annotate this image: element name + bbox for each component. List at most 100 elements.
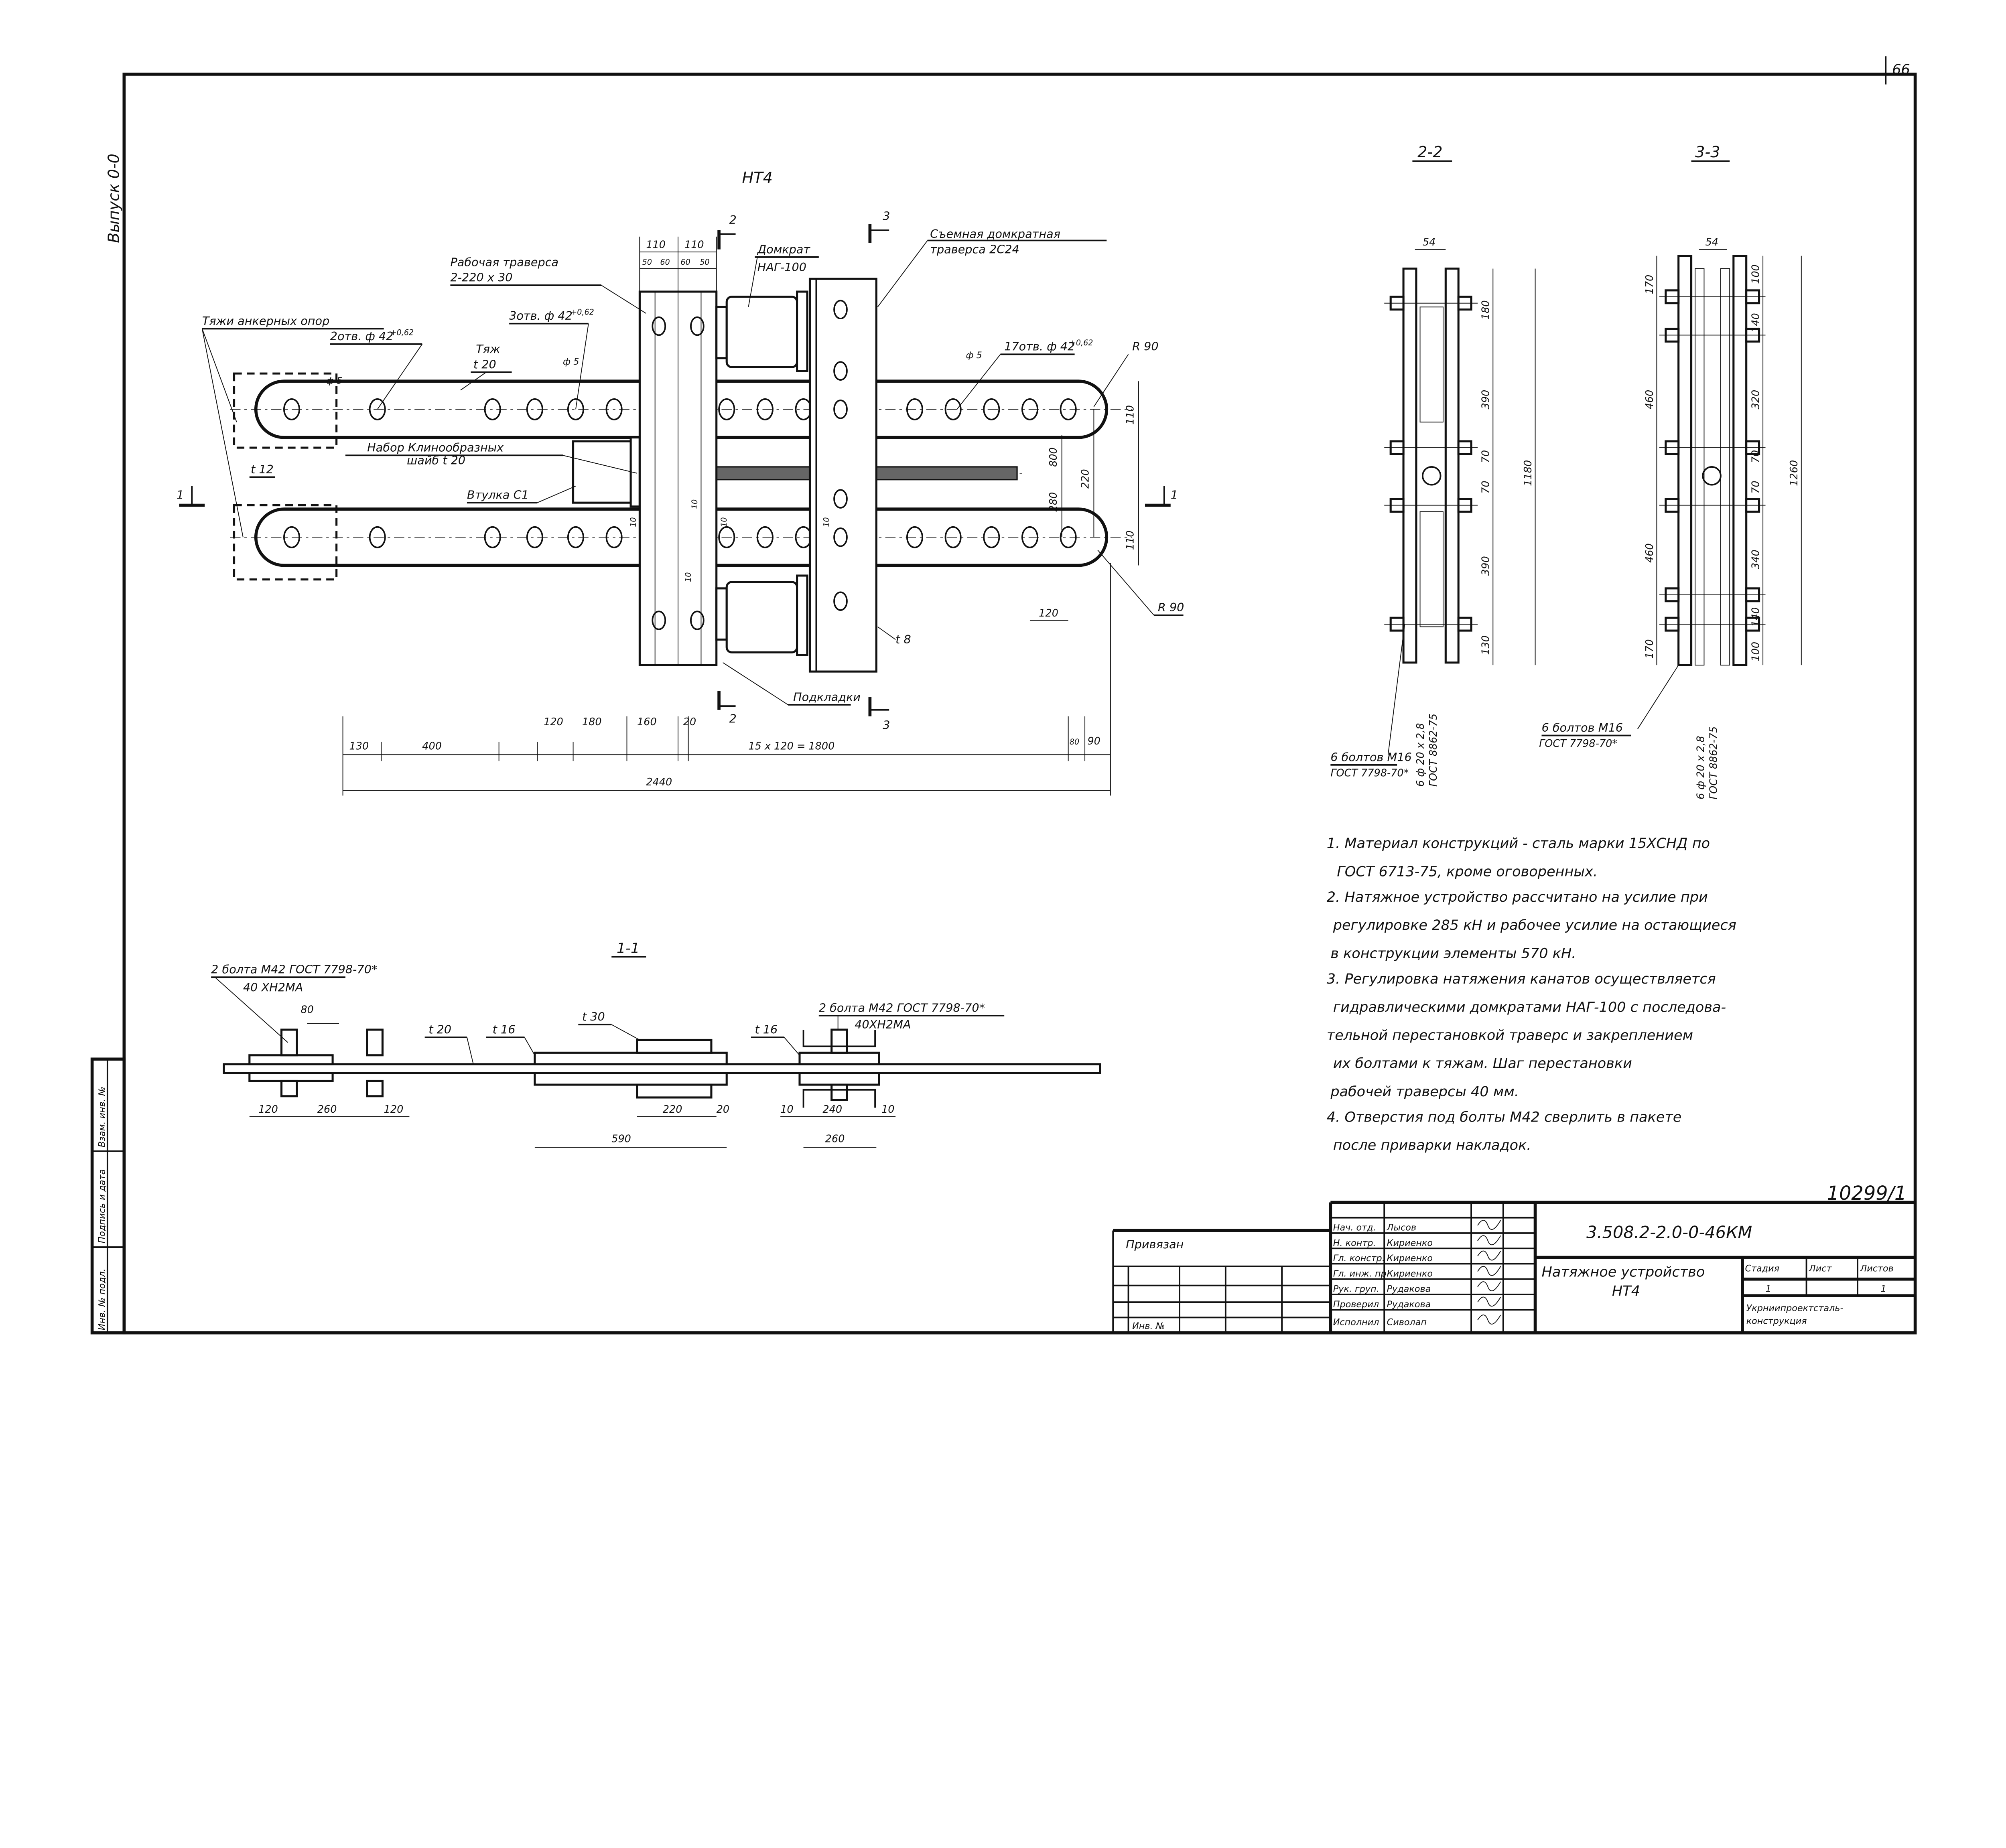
hole-icon <box>369 526 386 548</box>
svg-text:460: 460 <box>1644 543 1656 563</box>
sheets-header: Листов <box>1860 1264 1893 1274</box>
hole-icon <box>567 526 584 548</box>
svg-text:50: 50 <box>642 258 652 267</box>
drawing-sheet: 66 Выпуск 0-0 Инв. № подл. Подпись и дат… <box>90 56 1917 1335</box>
hole-icon <box>567 398 584 420</box>
svg-text:70: 70 <box>1480 481 1492 493</box>
hole-icon <box>833 591 848 611</box>
svg-text:110: 110 <box>684 239 704 251</box>
svg-text:220: 220 <box>663 1104 682 1116</box>
svg-text:t 16: t 16 <box>755 1023 778 1037</box>
drawing-title-1: Натяжное устройство <box>1541 1264 1705 1280</box>
hole-icon <box>526 398 543 420</box>
note-line: 2. Натяжное устройство рассчитано на уси… <box>1327 889 1708 905</box>
hole-icon <box>1021 398 1039 420</box>
note-line: 1. Материал конструкций - сталь марки 15… <box>1327 835 1710 852</box>
svg-text:2 болта М42 ГОСТ 7798-70*: 2 болта М42 ГОСТ 7798-70* <box>211 963 377 976</box>
section-marker-1-right: 1 <box>1171 488 1178 502</box>
sheet-frame <box>122 73 1917 1335</box>
dims-bottom: 130 400 120 180 160 20 15 x 120 = 1800 8… <box>342 563 1111 796</box>
hole-icon <box>833 300 848 319</box>
svg-text:80: 80 <box>1070 737 1079 747</box>
svg-text:1180: 1180 <box>1522 460 1534 486</box>
svg-text:140: 140 <box>1750 313 1762 333</box>
rod-holes <box>283 398 1077 548</box>
svg-text:2 болта М42 ГОСТ 7798-70*: 2 болта М42 ГОСТ 7798-70* <box>819 1001 985 1014</box>
svg-text:50: 50 <box>700 258 709 267</box>
svg-text:110: 110 <box>1124 531 1136 550</box>
label-holes-3-tol: +0,62 <box>571 307 594 316</box>
svg-text:390: 390 <box>1480 390 1492 410</box>
svg-text:54: 54 <box>1423 236 1435 248</box>
label-pads: Подкладки <box>793 690 861 704</box>
label-radius-bottom: R 90 <box>1158 600 1184 614</box>
svg-text:160: 160 <box>637 716 657 728</box>
svg-text:140: 140 <box>1750 607 1762 627</box>
label-jack-traverse-2: траверса 2С24 <box>930 242 1019 256</box>
note-line: их болтами к тяжам. Шаг перестановки <box>1333 1055 1632 1072</box>
section-1-1-rod <box>223 1063 1101 1074</box>
hole-icon <box>690 611 705 630</box>
page-number: 66 <box>1892 61 1910 78</box>
note-line: в конструкции элементы 570 кН. <box>1330 945 1576 962</box>
traverse-holes <box>652 300 848 630</box>
hole-icon <box>369 398 386 420</box>
hole-icon <box>652 316 666 336</box>
svg-text:80: 80 <box>300 1004 313 1016</box>
label-anchor-rods: Тяжи анкерных опор <box>202 314 329 328</box>
hole-icon <box>605 398 623 420</box>
svg-text:70: 70 <box>1480 450 1492 463</box>
hole-icon <box>833 361 848 381</box>
hole-icon <box>652 611 666 630</box>
label-holes-17: 17отв. ф 42 <box>1004 340 1075 353</box>
dims-inner: 10 10 10 10 10 <box>629 499 831 582</box>
hole-icon <box>983 398 1000 420</box>
label-phi5-a: ф 5 <box>326 376 342 386</box>
title-block: 10299/1 Привязан Инв. № Нач. отд.Лысов Н… <box>1112 1183 1915 1335</box>
hole-icon <box>756 526 774 548</box>
label-working-traverse-size: 2-220 x 30 <box>450 271 512 284</box>
sheets-value: 1 <box>1880 1284 1886 1294</box>
side-strip: Инв. № подл. Подпись и дата Взам. инв. № <box>90 1057 126 1335</box>
wedge-washer-set <box>572 440 632 504</box>
document-code: 3.508.2-2.0-0-46КМ <box>1586 1223 1752 1242</box>
svg-text:590: 590 <box>611 1133 631 1145</box>
jack-upper <box>715 290 808 372</box>
signer-name: Рудакова <box>1387 1284 1431 1294</box>
label-jack-model: НАГ-100 <box>757 260 806 274</box>
section-3-3-title: 3-3 <box>1695 143 1720 161</box>
callouts: Тяжи анкерных опор 2отв. ф 42 +0,62 ф 5 … <box>201 227 1184 706</box>
hole-icon <box>718 398 735 420</box>
signer-role: Гл. инж. пр. <box>1333 1268 1389 1279</box>
label-working-traverse: Рабочая траверса <box>450 255 558 269</box>
section-marker-3-top: 3 <box>883 209 890 223</box>
label-phi5-b: ф 5 <box>563 357 579 367</box>
dims-right: 110 800 280 220 110 120 <box>1029 381 1139 621</box>
signer-name: Кириенко <box>1387 1268 1433 1279</box>
section-3-3-bolts-std: ГОСТ 7798-70* <box>1539 738 1617 750</box>
drawing-title-2: НТ4 <box>1612 1283 1640 1299</box>
note-line: 3. Регулировка натяжения канатов осущест… <box>1327 971 1716 987</box>
label-jack: Домкрат <box>757 242 811 256</box>
section-1-1: 1-1 2 болта М42 ГОСТ 7798-70* 40 ХН2МА 2… <box>211 940 1101 1148</box>
svg-text:20: 20 <box>717 1104 729 1116</box>
hole-icon <box>833 489 848 509</box>
svg-text:10: 10 <box>780 1104 793 1116</box>
svg-text:280: 280 <box>1048 492 1060 512</box>
hole-icon <box>944 398 962 420</box>
section-2-2-title: 2-2 <box>1417 143 1442 161</box>
svg-text:180: 180 <box>1480 300 1492 320</box>
svg-text:320: 320 <box>1750 390 1762 410</box>
hole-icon <box>283 526 300 548</box>
svg-text:180: 180 <box>582 716 602 728</box>
hole-icon <box>526 526 543 548</box>
main-view: НТ4 1 1 2 <box>177 169 1184 796</box>
note-line: ГОСТ 6713-75, кроме оговоренных. <box>1337 863 1598 880</box>
attached-label: Привязан <box>1126 1237 1184 1251</box>
svg-text:120: 120 <box>544 716 563 728</box>
hole-icon <box>756 398 774 420</box>
svg-text:120: 120 <box>384 1104 404 1116</box>
side-inv-no: Инв. № подл. <box>97 1268 107 1330</box>
dims-top: 110 110 50 60 60 50 <box>639 236 717 292</box>
section-marker-1-left: 1 <box>177 488 184 502</box>
